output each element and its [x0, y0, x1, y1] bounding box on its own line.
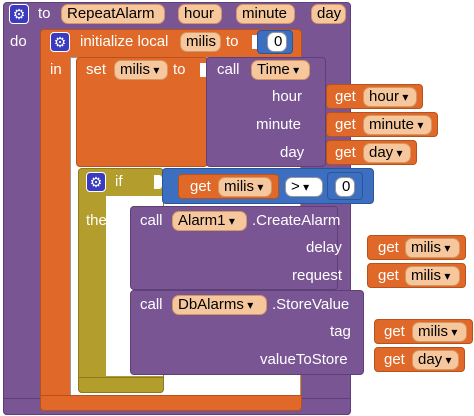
time-component-dropdown[interactable]: Time [251, 60, 310, 80]
arg-hour-label: hour [272, 88, 303, 105]
call-time-label: call [217, 61, 240, 78]
get-day-label: get [335, 144, 356, 161]
get-milis-dropdown[interactable]: milis [218, 177, 272, 197]
number-field[interactable]: 0 [267, 32, 287, 52]
get-hour-label: get [335, 88, 356, 105]
param-day[interactable]: day [311, 4, 346, 24]
get-delay-label: get [378, 239, 399, 256]
get-request-dropdown[interactable]: milis [405, 266, 460, 286]
get-minute-dropdown[interactable]: minute [363, 115, 432, 135]
set-to-label: to [173, 61, 186, 78]
param-hour[interactable]: hour [178, 4, 222, 24]
get-hour-dropdown[interactable]: hour [363, 87, 417, 107]
get-value-label: get [384, 351, 405, 368]
if-foot [78, 377, 164, 393]
operator-dropdown[interactable]: > [285, 177, 323, 197]
alarm-component-dropdown[interactable]: Alarm1 [172, 211, 247, 231]
create-alarm-method: .CreateAlarm [252, 212, 341, 229]
compare-number-field[interactable]: 0 [335, 177, 355, 197]
initialize-to-label: to [226, 33, 239, 50]
value-socket [252, 35, 260, 49]
then-label: then [86, 212, 116, 229]
if-label: if [115, 173, 123, 190]
param-minute[interactable]: minute [236, 4, 295, 24]
db-component-dropdown[interactable]: DbAlarms [172, 295, 267, 315]
get-delay-dropdown[interactable]: milis [405, 238, 460, 258]
set-var-dropdown[interactable]: milis [114, 60, 168, 80]
arg-minute-label: minute [256, 116, 302, 133]
local-var-name-field[interactable]: milis [180, 32, 221, 52]
initialize-local-foot [40, 395, 302, 411]
arg-value-to-store-label: valueToStore [260, 351, 348, 368]
arg-request-label: request [292, 267, 343, 284]
initialize-local-label: initialize local [80, 33, 169, 50]
procedure-name-field[interactable]: RepeatAlarm [61, 4, 165, 24]
gear-icon[interactable]: ⚙ [86, 172, 106, 192]
gear-icon[interactable]: ⚙ [50, 32, 70, 52]
get-value-dropdown[interactable]: day [412, 350, 459, 370]
store-value-call-label: call [140, 296, 163, 313]
arg-day-label: day [280, 144, 305, 161]
set-label: set [86, 61, 107, 78]
store-value-method: .StoreValue [272, 296, 350, 313]
arg-tag-label: tag [330, 323, 351, 340]
set-socket [200, 63, 208, 77]
if-socket [154, 175, 162, 189]
get-minute-label: get [335, 116, 356, 133]
procedure-to-label: to [38, 5, 51, 22]
get-request-label: get [378, 267, 399, 284]
gear-icon[interactable]: ⚙ [9, 4, 29, 24]
in-label: in [50, 61, 62, 78]
get-milis-label: get [190, 178, 211, 195]
arg-delay-label: delay [306, 239, 342, 256]
do-label: do [10, 33, 27, 50]
create-alarm-call-label: call [140, 212, 163, 229]
get-tag-dropdown[interactable]: milis [412, 322, 467, 342]
get-tag-label: get [384, 323, 405, 340]
get-day-dropdown[interactable]: day [363, 143, 411, 163]
